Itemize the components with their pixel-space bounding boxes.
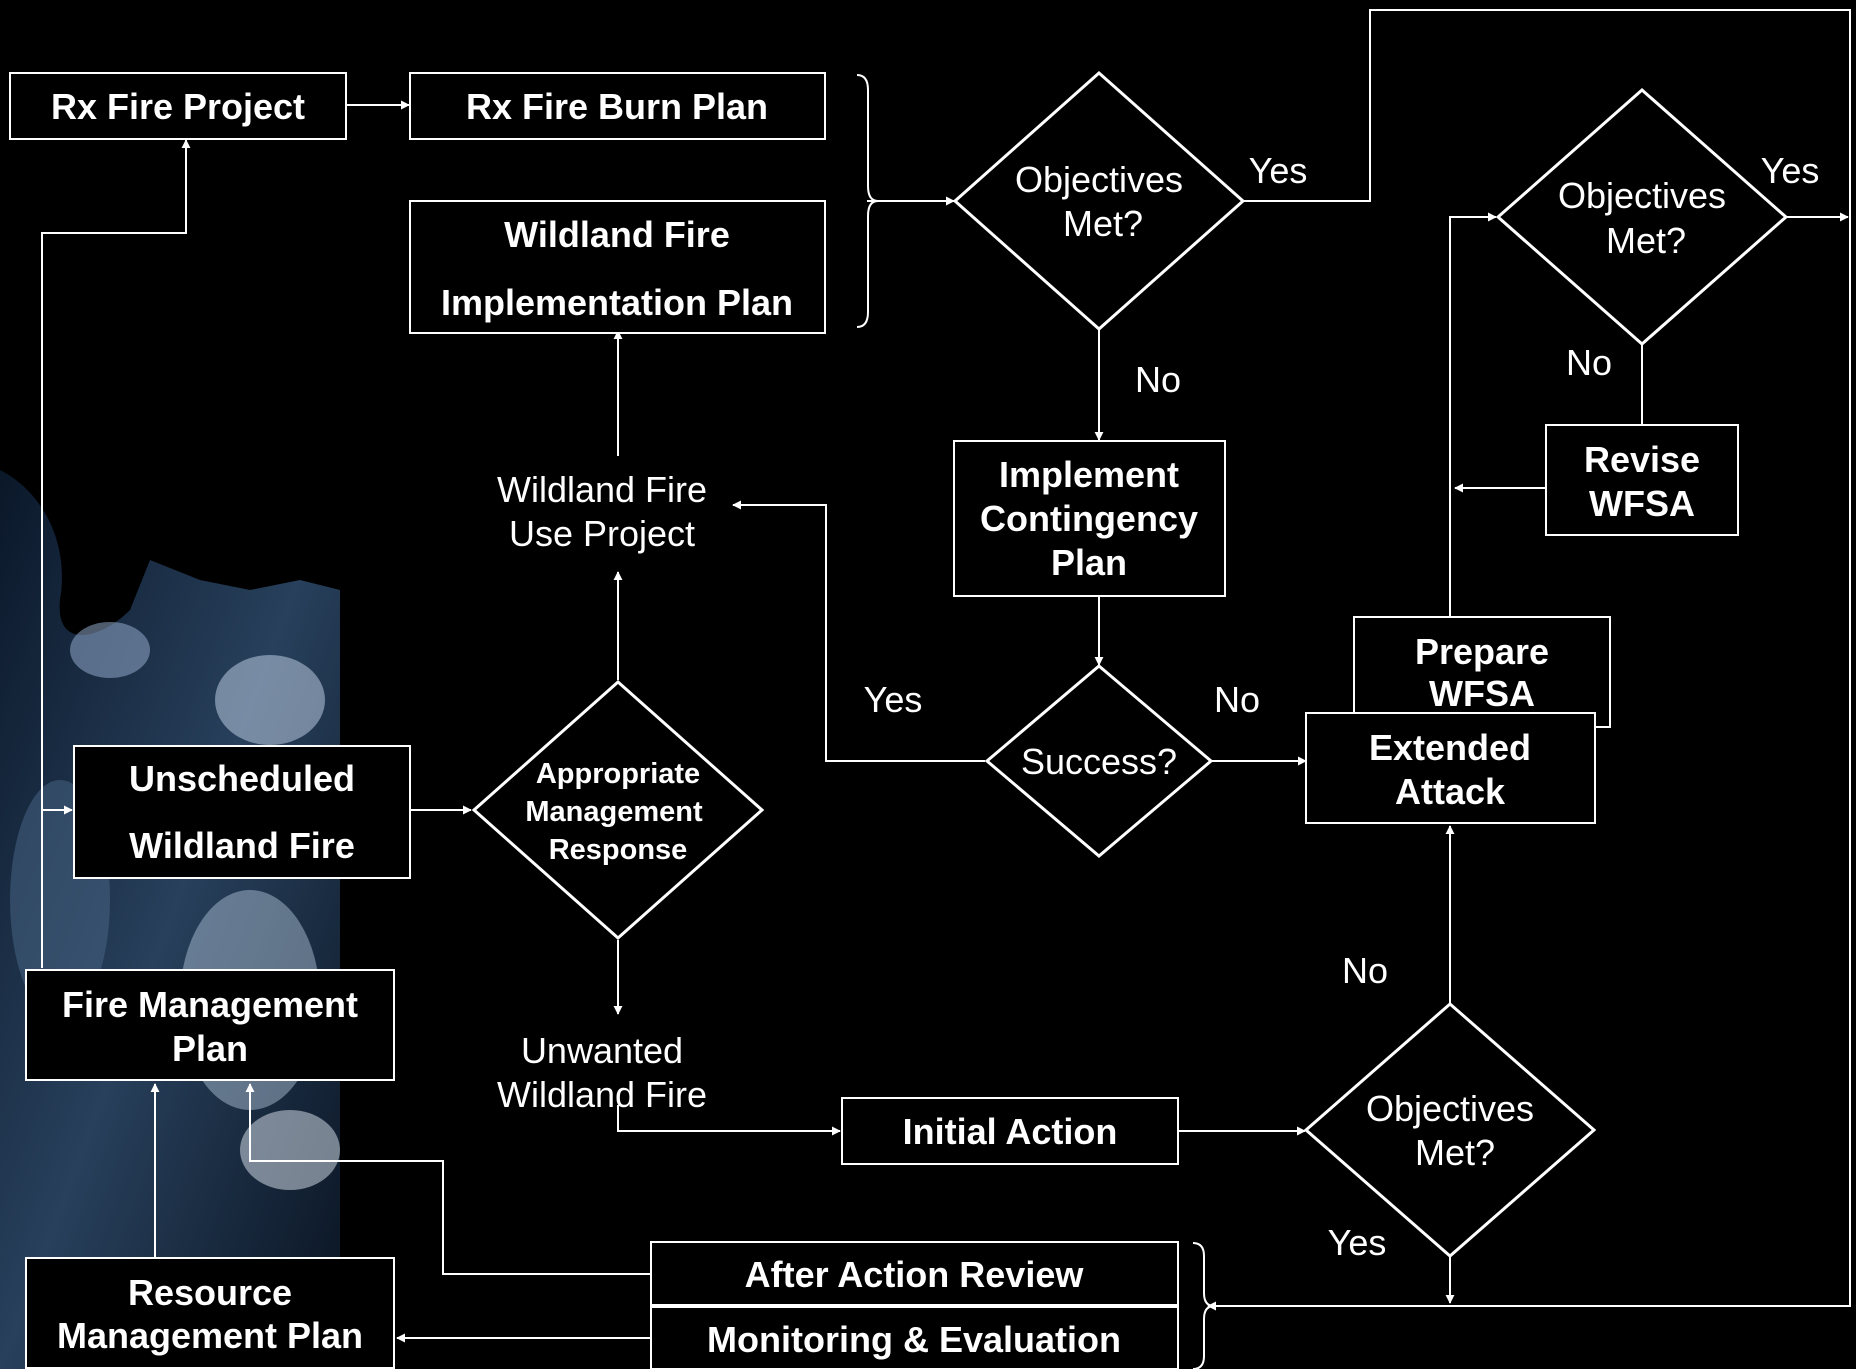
unwanted-wildland-fire-label: Unwanted Wildland Fire (497, 1030, 707, 1115)
arrow-return-to-aar (1207, 215, 1851, 1311)
prepare-wfsa-box: Prepare WFSA (1353, 616, 1611, 728)
initial-action-label: Initial Action (903, 1111, 1118, 1152)
initial-action-box: Initial Action (841, 1097, 1179, 1165)
wildland-fire-use-project-label: Wildland Fire Use Project (497, 469, 707, 554)
wfu-label-line2: Use Project (509, 513, 695, 554)
prepare-wfsa-label-line2: WFSA (1429, 673, 1535, 714)
rx-fire-project-label: Rx Fire Project (51, 86, 305, 127)
resource-management-plan-box: Resource Management Plan (25, 1257, 395, 1369)
edge-label-yes-right: Yes (1761, 150, 1820, 191)
edge-label-yes-success: Yes (864, 679, 923, 720)
edge-label-yes-bottom: Yes (1328, 1222, 1387, 1263)
arrow-prepare-to-objectives-right (1449, 212, 1497, 616)
amr-label-line1: Appropriate (536, 758, 700, 790)
extended-attack-box: Extended Attack (1305, 712, 1596, 824)
arrow-unwanted-to-initial-action (617, 1105, 841, 1136)
wfu-label-line1: Wildland Fire (497, 469, 707, 510)
objectives-met-top-decision: Objectives Met? (952, 70, 1246, 332)
implement-contingency-plan-box: Implement Contingency Plan (953, 440, 1226, 597)
appropriate-management-response-decision: Appropriate Management Response (471, 679, 765, 941)
wfip-label-line1: Wildland Fire (504, 214, 730, 255)
success-label: Success? (1021, 741, 1177, 782)
connectors (41, 9, 1851, 1369)
rx-fire-burn-plan-box: Rx Fire Burn Plan (409, 72, 826, 140)
unscheduled-wildland-fire-box: Unscheduled Wildland Fire (73, 745, 411, 879)
after-action-review-box: After Action Review (650, 1241, 1179, 1306)
objectives-bottom-label-line2: Met? (1415, 1132, 1495, 1173)
revise-wfsa-label-line1: Revise (1584, 439, 1700, 480)
objectives-right-label-line1: Objectives (1558, 175, 1726, 216)
monitoring-evaluation-box: Monitoring & Evaluation (650, 1306, 1179, 1369)
fmp-label-line1: Fire Management (62, 984, 358, 1025)
fmp-label-line2: Plan (172, 1028, 248, 1069)
line-objectives-top-yes (1243, 9, 1851, 215)
revise-wfsa-label-line2: WFSA (1589, 483, 1695, 524)
edge-label-yes-top: Yes (1249, 150, 1308, 191)
rx-fire-burn-plan-label: Rx Fire Burn Plan (466, 86, 768, 127)
contingency-label-line3: Plan (1051, 542, 1127, 583)
revise-wfsa-box: Revise WFSA (1545, 424, 1739, 536)
prepare-wfsa-label-line1: Prepare (1415, 631, 1549, 672)
edge-label-no-top: No (1135, 359, 1181, 400)
background-photo (0, 470, 340, 1369)
objectives-met-bottom-decision: Objectives Met? (1303, 1002, 1597, 1258)
edge-label-no-right: No (1566, 342, 1612, 383)
objectives-top-label-line2: Met? (1063, 203, 1143, 244)
fire-management-plan-box: Fire Management Plan (25, 969, 395, 1081)
unscheduled-label-line1: Unscheduled (129, 758, 355, 799)
rmp-label-line2: Management Plan (57, 1315, 363, 1356)
bracket-plans (856, 74, 879, 328)
objectives-right-label-line2: Met? (1606, 220, 1686, 261)
contingency-label-line2: Contingency (980, 498, 1198, 539)
edge-labels: Yes Yes No No Yes No No Yes (864, 150, 1820, 1263)
arrow-success-yes-to-wfu (732, 500, 985, 762)
bracket-review (1192, 1242, 1215, 1369)
amr-label-line3: Response (549, 834, 688, 866)
extended-attack-label-line2: Attack (1395, 771, 1506, 812)
objectives-met-right-decision: Objectives Met? (1495, 87, 1789, 347)
objectives-bottom-label-line1: Objectives (1366, 1088, 1534, 1129)
unwanted-label-line2: Wildland Fire (497, 1074, 707, 1115)
edge-label-no-bottom: No (1342, 950, 1388, 991)
unwanted-label-line1: Unwanted (521, 1030, 683, 1071)
after-action-review-label: After Action Review (745, 1254, 1085, 1295)
unscheduled-label-line2: Wildland Fire (129, 825, 355, 866)
rmp-label-line1: Resource (128, 1272, 292, 1313)
monitoring-evaluation-label: Monitoring & Evaluation (707, 1319, 1121, 1360)
contingency-label-line1: Implement (999, 454, 1179, 495)
extended-attack-label-line1: Extended (1369, 727, 1531, 768)
arrow-aar-to-fmp (245, 1083, 650, 1275)
objectives-top-label-line1: Objectives (1015, 159, 1183, 200)
wfip-label-line2: Implementation Plan (441, 282, 793, 323)
success-decision: Success? (984, 664, 1214, 858)
wildland-fire-implementation-plan-box: Wildland Fire Implementation Plan (409, 200, 826, 334)
amr-label-line2: Management (525, 796, 703, 828)
rx-fire-project-box: Rx Fire Project (9, 72, 347, 140)
edge-label-no-success: No (1214, 679, 1260, 720)
arrow-fmp-to-rx-project (41, 139, 191, 968)
